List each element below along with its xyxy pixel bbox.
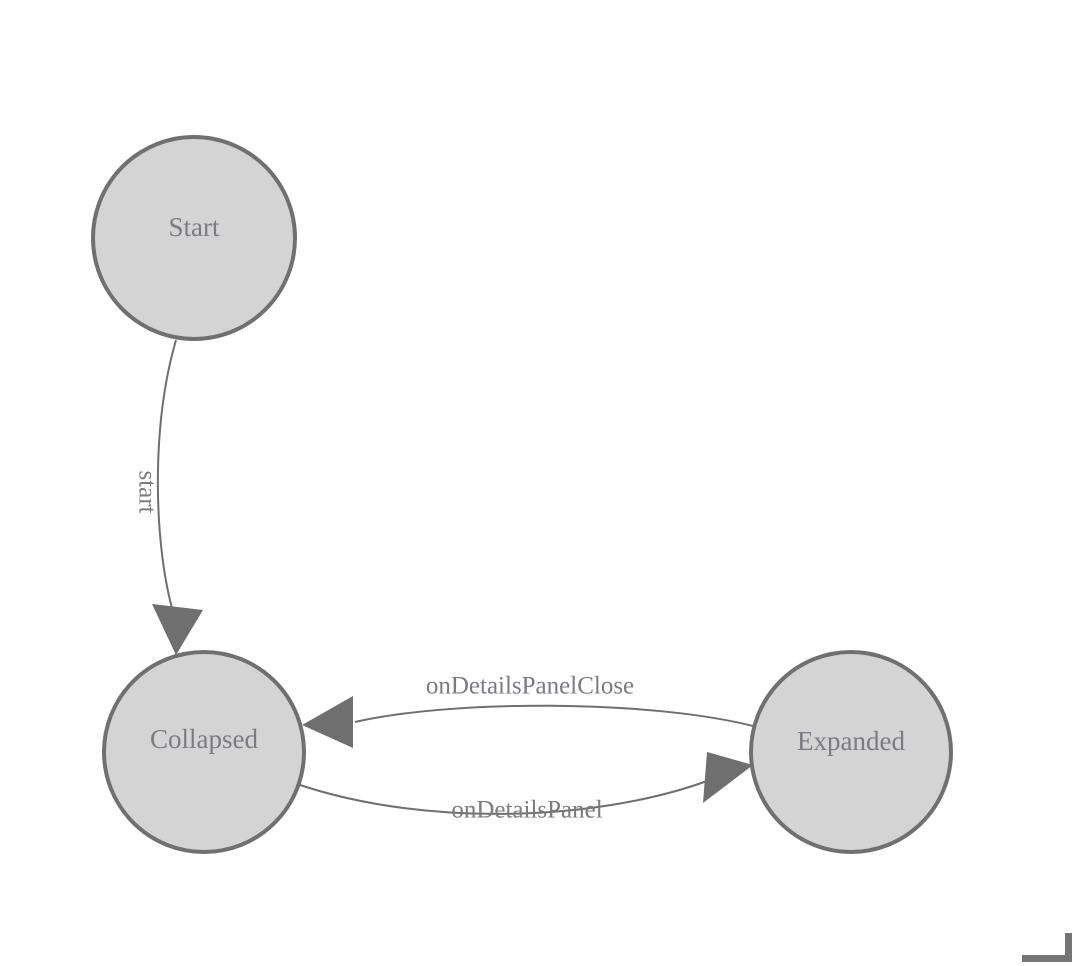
viewport-corner-bracket-horizontal (1022, 955, 1072, 962)
edge-collapsed-to-expanded-path (299, 780, 708, 815)
state-node-expanded-circle (749, 650, 953, 854)
state-node-start-circle (91, 135, 297, 341)
edge-collapsed-to-expanded-arrowhead (703, 752, 753, 803)
edge-collapsed-to-expanded-label: onDetailsPanel (451, 797, 602, 824)
edge-expanded-to-collapsed-label: onDetailsPanelClose (426, 673, 634, 700)
state-node-collapsed-label: Collapsed (150, 724, 258, 754)
state-node-expanded-label: Expanded (797, 726, 905, 756)
edge-collapsed-to-expanded[interactable]: onDetailsPanel (299, 752, 753, 824)
state-node-start-label: Start (169, 212, 220, 242)
edge-expanded-to-collapsed[interactable]: onDetailsPanelClose (302, 673, 758, 748)
state-node-expanded[interactable]: Expanded (749, 650, 953, 854)
viewport-corner-bracket-vertical (1065, 933, 1072, 962)
state-node-collapsed-circle (102, 650, 306, 854)
edge-start-to-collapsed-label: start (133, 470, 160, 513)
edge-start-to-collapsed-path (156, 339, 177, 609)
edge-start-to-collapsed[interactable]: start (133, 339, 203, 655)
edge-start-to-collapsed-arrowhead (152, 604, 203, 655)
edge-expanded-to-collapsed-path (354, 704, 758, 728)
state-node-start[interactable]: Start (91, 135, 297, 341)
edge-expanded-to-collapsed-arrowhead (302, 696, 353, 748)
state-node-collapsed[interactable]: Collapsed (102, 650, 306, 854)
